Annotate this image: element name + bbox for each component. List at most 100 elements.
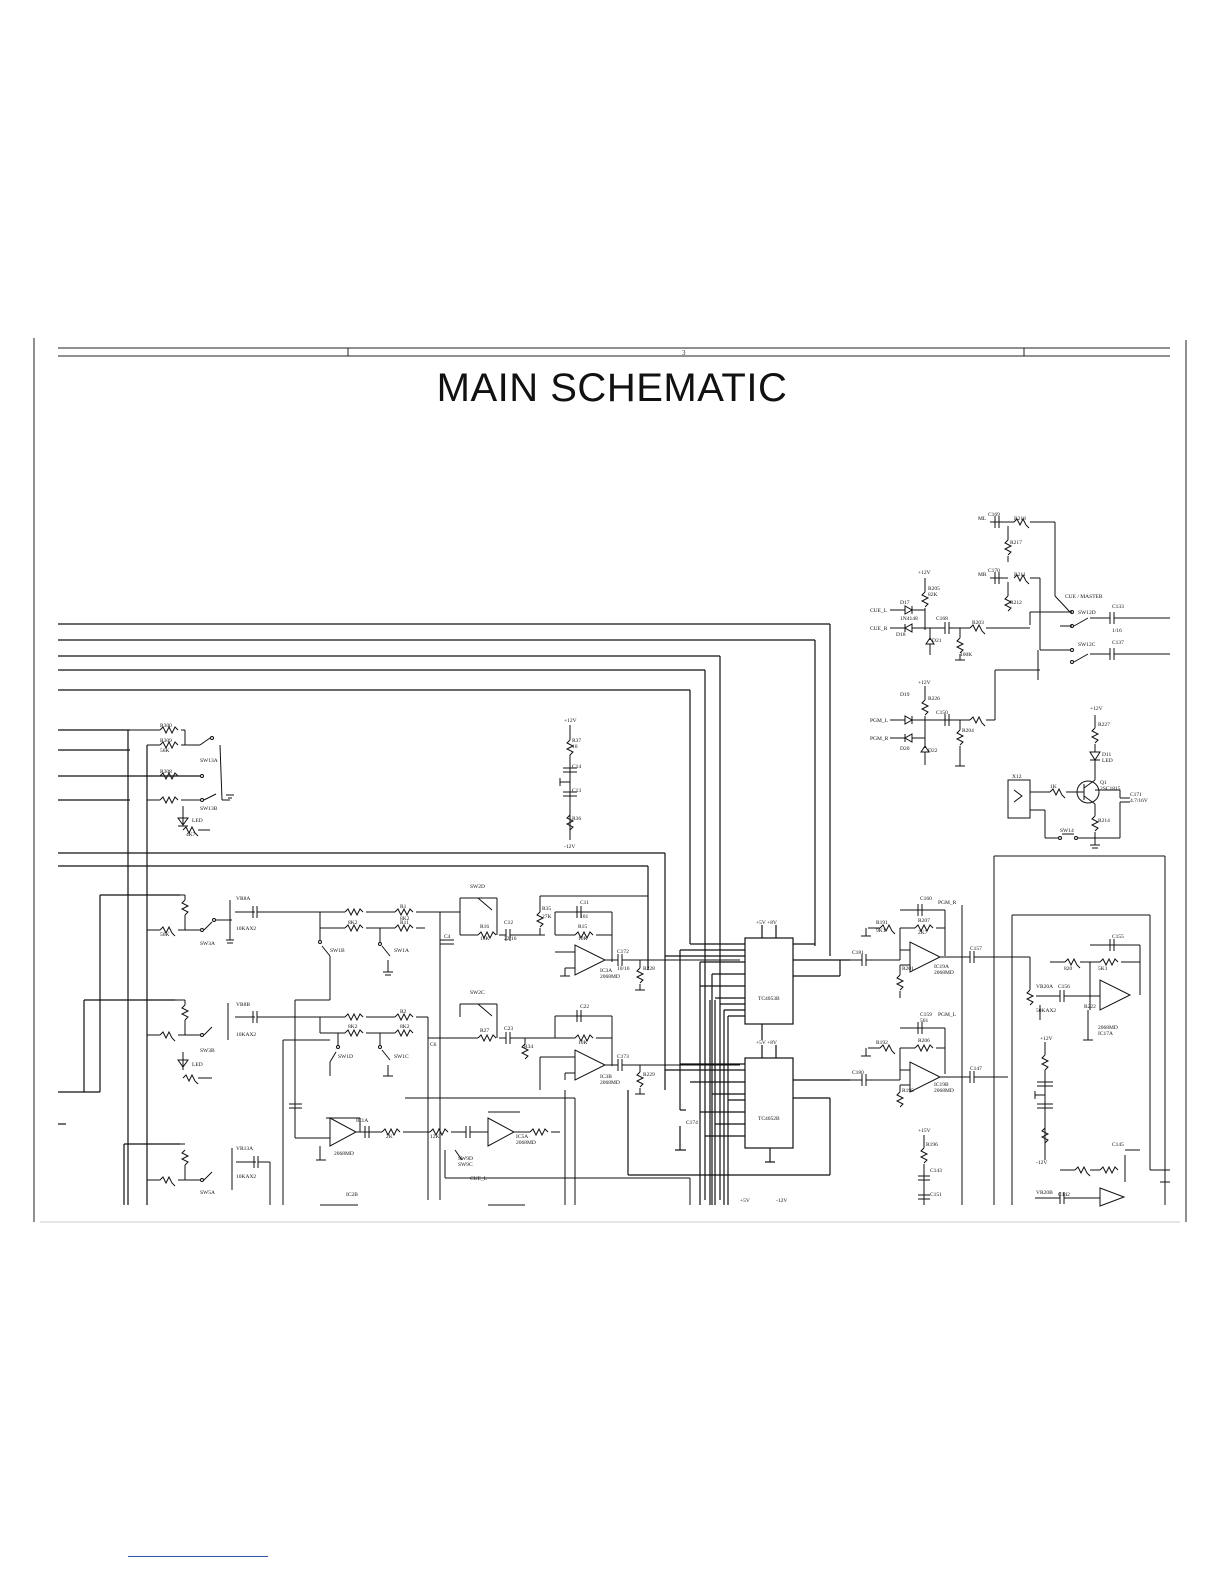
tc4052b-chip [627, 950, 850, 1205]
ic19a-opamp [909, 941, 942, 973]
mr-label: MR [978, 572, 987, 578]
d19-label: D19 [900, 692, 910, 698]
plus15v-label: +15V [918, 1128, 931, 1134]
value-8k2-c: 8K2 [348, 1024, 358, 1030]
r203-label: R203 [972, 620, 984, 626]
value-10-16: 10/16 [617, 966, 630, 972]
vr13a-label: VR13A [236, 1146, 253, 1152]
c170-label: C170 [988, 568, 1000, 574]
sw12d-label: SW12D [1078, 610, 1096, 616]
value-8k2-d: 8K2 [400, 1024, 410, 1030]
sw3a-label: SW3A [200, 941, 215, 947]
cue-r-label: CUE_R [870, 626, 888, 632]
ic17a-opamp [1099, 979, 1132, 1011]
ic3a-part: 2068MD [600, 974, 620, 980]
r309-label: R309 [160, 738, 172, 744]
value-10: 10 [572, 744, 578, 750]
c22-label: C22 [580, 1004, 589, 1010]
d11-label: D11 [1102, 752, 1112, 758]
value-2k: 2K [386, 1134, 393, 1140]
signal-bus-lines [58, 623, 831, 1205]
d20-label: D20 [900, 746, 910, 752]
ic1a-part: 2068MD [334, 1151, 354, 1157]
value-1-16: 1/16 [1112, 628, 1122, 634]
vee-bottom-label: -12V [776, 1198, 787, 1204]
c155-label: C155 [1112, 934, 1124, 940]
d18-label: D18 [896, 632, 906, 638]
r228-label: R228 [643, 966, 655, 972]
ic19b-label: IC19B [934, 1082, 949, 1088]
ic5a-part: 2068MD [516, 1140, 536, 1146]
value-56k-b: 56K [160, 932, 170, 938]
r191-label: R191 [876, 920, 888, 926]
page-number: 3 [682, 349, 686, 357]
value-2k7: 2K7 [918, 930, 928, 936]
cue-l-label: CUE_L [870, 608, 888, 614]
d2-led: LED [192, 1062, 203, 1068]
ic3b-label: IC3B [600, 1074, 612, 1080]
vr20a-label: VR20A [1036, 984, 1053, 990]
ic19b-part: 2068MD [934, 1088, 954, 1094]
r37-label: R37 [572, 738, 581, 744]
r195-label: R195 [902, 1088, 914, 1094]
value-56k-a: 56K [160, 748, 170, 754]
c160-label: C160 [920, 896, 932, 902]
r15-label: R15 [578, 924, 587, 930]
plus12v-1: +12V [918, 570, 931, 576]
vr20a-value: 50KAX2 [1036, 1008, 1056, 1014]
c171-label: C171 [1130, 792, 1142, 798]
c180-label: C180 [852, 1070, 864, 1076]
ic19a-label: IC19A [934, 964, 949, 970]
minus12v-2: -12V [1036, 1160, 1047, 1166]
pgm-r-out-label: PGM_R [938, 900, 957, 906]
r11-label: R11 [400, 920, 409, 926]
c181-label: C181 [852, 950, 864, 956]
c145-label: C145 [1112, 1142, 1124, 1148]
cue-master-section [990, 516, 1170, 680]
ic5a-label: IC5A [516, 1134, 528, 1140]
led-driver-section [1007, 715, 1130, 849]
sw2d-label: SW2D [470, 884, 485, 890]
value-18k: 18K [480, 936, 490, 942]
supply-label-a: +5V +8V [756, 920, 777, 926]
sw1a-label: SW1A [394, 948, 409, 954]
c12-label: C12 [504, 920, 513, 926]
q1-label: Q1 [1100, 780, 1107, 786]
ml-label: ML [978, 516, 987, 522]
ic3b-part: 2068MD [600, 1080, 620, 1086]
value-101: 101 [580, 914, 589, 920]
value-4k7: 4K7 [186, 832, 196, 838]
switch-bank-sw13 [130, 725, 234, 837]
sw1c-label: SW1C [394, 1054, 409, 1060]
c14-label: C14 [572, 764, 581, 770]
value-8k2-b: 8K2 [400, 916, 410, 922]
c169-label: C169 [988, 512, 1000, 518]
r300-label: R300 [160, 723, 172, 729]
channel-3-circuit [147, 1143, 271, 1205]
ic3a-opamp [574, 944, 607, 976]
diode-part-label: 1N4148 [900, 616, 918, 622]
value-82k: 82K [928, 592, 938, 598]
value-1k: 1K [1050, 784, 1057, 790]
ic1a-label: IC1A [356, 1118, 368, 1124]
sw14-label: SW14 [1060, 828, 1074, 834]
c137-label: C137 [1112, 640, 1124, 646]
tc4053b-label: TC4053B [758, 996, 780, 1002]
c6-label: C6 [430, 1042, 437, 1048]
drawing-frame [33, 338, 1187, 1223]
ic3b-opamp [574, 1049, 607, 1081]
pgm-output-amplifiers [850, 855, 1170, 1205]
c143-label: C143 [930, 1168, 942, 1174]
ic19a-part: 2068MD [934, 970, 954, 976]
r27-label: R27 [480, 1028, 489, 1034]
d21-label: D21 [932, 638, 942, 644]
vr8b-value: 10KAX2 [236, 1032, 256, 1038]
r196-label: R196 [926, 1142, 938, 1148]
sw1b-label: SW1B [330, 948, 345, 954]
ic2b-label: IC2B [346, 1192, 358, 1198]
sw5a-label: SW5A [200, 1190, 215, 1196]
channel-2-circuit [147, 999, 740, 1200]
r214-label: R214 [1098, 818, 1110, 824]
r192-label: R192 [876, 1040, 888, 1046]
ic17a-label: IC17A [1098, 1031, 1113, 1037]
